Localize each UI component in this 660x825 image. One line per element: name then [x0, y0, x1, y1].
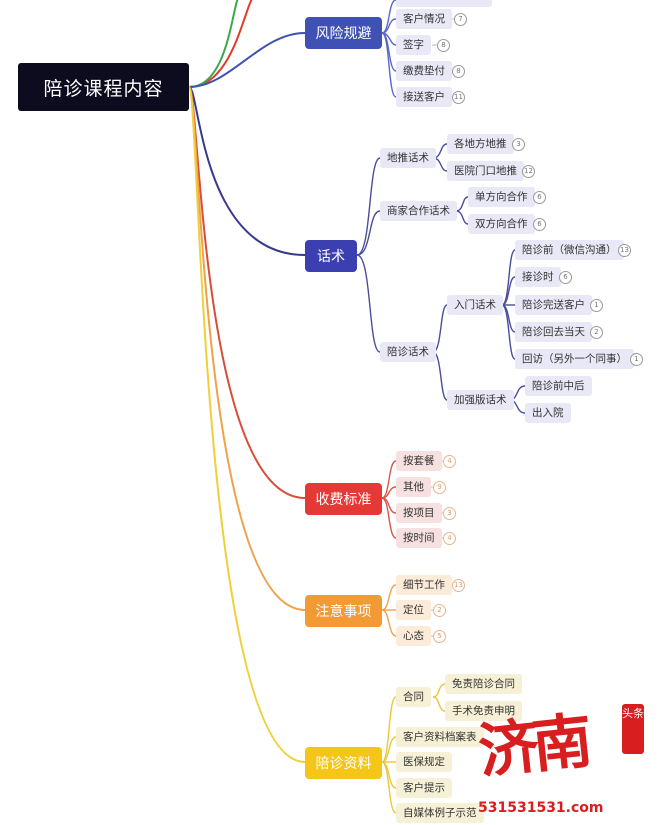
- count-badge: 8: [452, 65, 465, 78]
- count-badge: 2: [590, 326, 603, 339]
- watermark-logo-text: 济南: [475, 706, 590, 788]
- branch-escort-materials[interactable]: 陪诊资料: [305, 747, 382, 779]
- root-node[interactable]: 陪诊课程内容: [18, 63, 189, 111]
- node-ground-promo-script[interactable]: 地推话术: [380, 148, 436, 168]
- watermark-url: 531531531.com: [478, 800, 604, 816]
- node-escort-script[interactable]: 陪诊话术: [380, 342, 436, 362]
- count-badge: 1: [590, 299, 603, 312]
- node-intro-script[interactable]: 入门话术: [447, 295, 503, 315]
- node-same-day-return[interactable]: 陪诊回去当天: [515, 322, 592, 342]
- node-by-time[interactable]: 按时间: [396, 528, 442, 548]
- node-surgery-waiver[interactable]: 手术免责申明: [445, 701, 522, 721]
- node-admission-discharge[interactable]: 出入院: [525, 403, 571, 423]
- count-badge: 4: [443, 455, 456, 468]
- branch-fee-standards[interactable]: 收费标准: [305, 483, 382, 515]
- node-before-during-after[interactable]: 陪诊前中后: [525, 376, 592, 396]
- node-local-ground-promo[interactable]: 各地方地推: [447, 134, 514, 154]
- node-merchant-coop-script[interactable]: 商家合作话术: [380, 201, 457, 221]
- count-badge: 3: [512, 138, 525, 151]
- node-customer-situation[interactable]: 客户情况: [396, 9, 452, 29]
- count-badge: 6: [533, 218, 546, 231]
- count-badge: 9: [433, 481, 446, 494]
- partial-node-top: [396, 0, 492, 7]
- count-badge: 5: [433, 630, 446, 643]
- count-badge: 1: [630, 353, 643, 366]
- node-medical-insurance-rules[interactable]: 医保规定: [396, 752, 452, 772]
- count-badge: 11: [452, 91, 465, 104]
- node-follow-up-visit[interactable]: 回访（另外一个同事）: [515, 349, 634, 369]
- node-payment-advance[interactable]: 缴费垫付: [396, 61, 452, 81]
- count-badge: 4: [443, 532, 456, 545]
- node-mindset[interactable]: 心态: [396, 626, 431, 646]
- node-customer-tips[interactable]: 客户提示: [396, 778, 452, 798]
- count-badge: 3: [443, 507, 456, 520]
- node-hospital-gate-promo[interactable]: 医院门口地推: [447, 161, 524, 181]
- node-customer-file-form[interactable]: 客户资料档案表: [396, 727, 484, 747]
- node-at-reception[interactable]: 接诊时: [515, 267, 561, 287]
- count-badge: 13: [618, 244, 631, 257]
- node-by-item[interactable]: 按项目: [396, 503, 442, 523]
- node-contract[interactable]: 合同: [396, 687, 431, 707]
- count-badge: 7: [454, 13, 467, 26]
- node-before-escort-wechat[interactable]: 陪诊前（微信沟通）: [515, 240, 624, 260]
- count-badge: 6: [559, 271, 572, 284]
- node-sign[interactable]: 签字: [396, 35, 431, 55]
- node-one-way-coop[interactable]: 单方向合作: [468, 187, 535, 207]
- node-positioning[interactable]: 定位: [396, 600, 431, 620]
- node-detail-work[interactable]: 细节工作: [396, 575, 452, 595]
- branch-precautions[interactable]: 注意事项: [305, 595, 382, 627]
- count-badge: 8: [437, 39, 450, 52]
- count-badge: 6: [533, 191, 546, 204]
- node-pickup-customer[interactable]: 接送客户: [396, 87, 452, 107]
- count-badge: 12: [522, 165, 535, 178]
- node-liability-waiver-contract[interactable]: 免责陪诊合同: [445, 674, 522, 694]
- count-badge: 2: [433, 604, 446, 617]
- node-advanced-script[interactable]: 加强版话术: [447, 390, 514, 410]
- node-after-escort-send-off[interactable]: 陪诊完送客户: [515, 295, 592, 315]
- node-by-package[interactable]: 按套餐: [396, 451, 442, 471]
- node-other[interactable]: 其他: [396, 477, 431, 497]
- branch-scripts[interactable]: 话术: [305, 240, 357, 272]
- branch-risk-avoidance[interactable]: 风险规避: [305, 17, 382, 49]
- node-self-media-examples[interactable]: 自媒体例子示范: [396, 803, 484, 823]
- watermark-tag: 头条: [622, 704, 644, 754]
- node-two-way-coop[interactable]: 双方向合作: [468, 214, 535, 234]
- count-badge: 13: [452, 579, 465, 592]
